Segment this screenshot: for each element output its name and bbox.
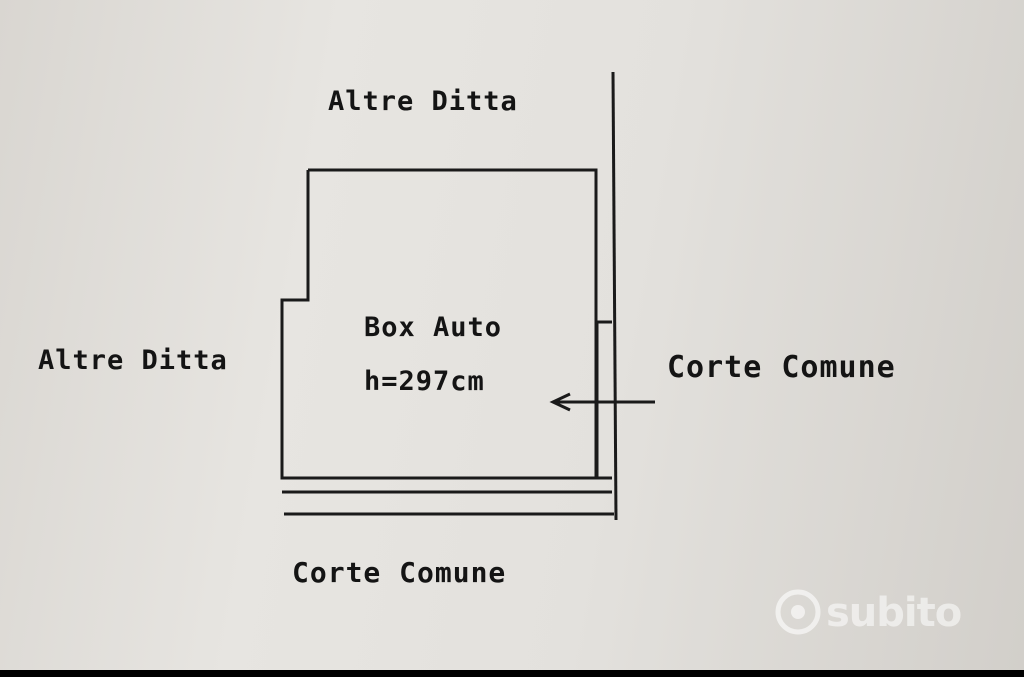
watermark-icon <box>775 589 821 635</box>
label-top-neighbor: Altre Ditta <box>328 86 518 117</box>
box-auto-wall <box>280 168 598 480</box>
label-bottom-courtyard: Corte Comune <box>292 556 507 589</box>
label-room-height: h=297cm <box>364 366 485 397</box>
label-left-neighbor: Altre Ditta <box>38 345 228 376</box>
boundary-line <box>611 71 618 521</box>
label-right-courtyard: Corte Comune <box>667 350 896 385</box>
label-room-name: Box Auto <box>364 312 503 343</box>
entrance-arrow-head <box>549 392 571 412</box>
watermark-text: subito <box>826 590 962 636</box>
